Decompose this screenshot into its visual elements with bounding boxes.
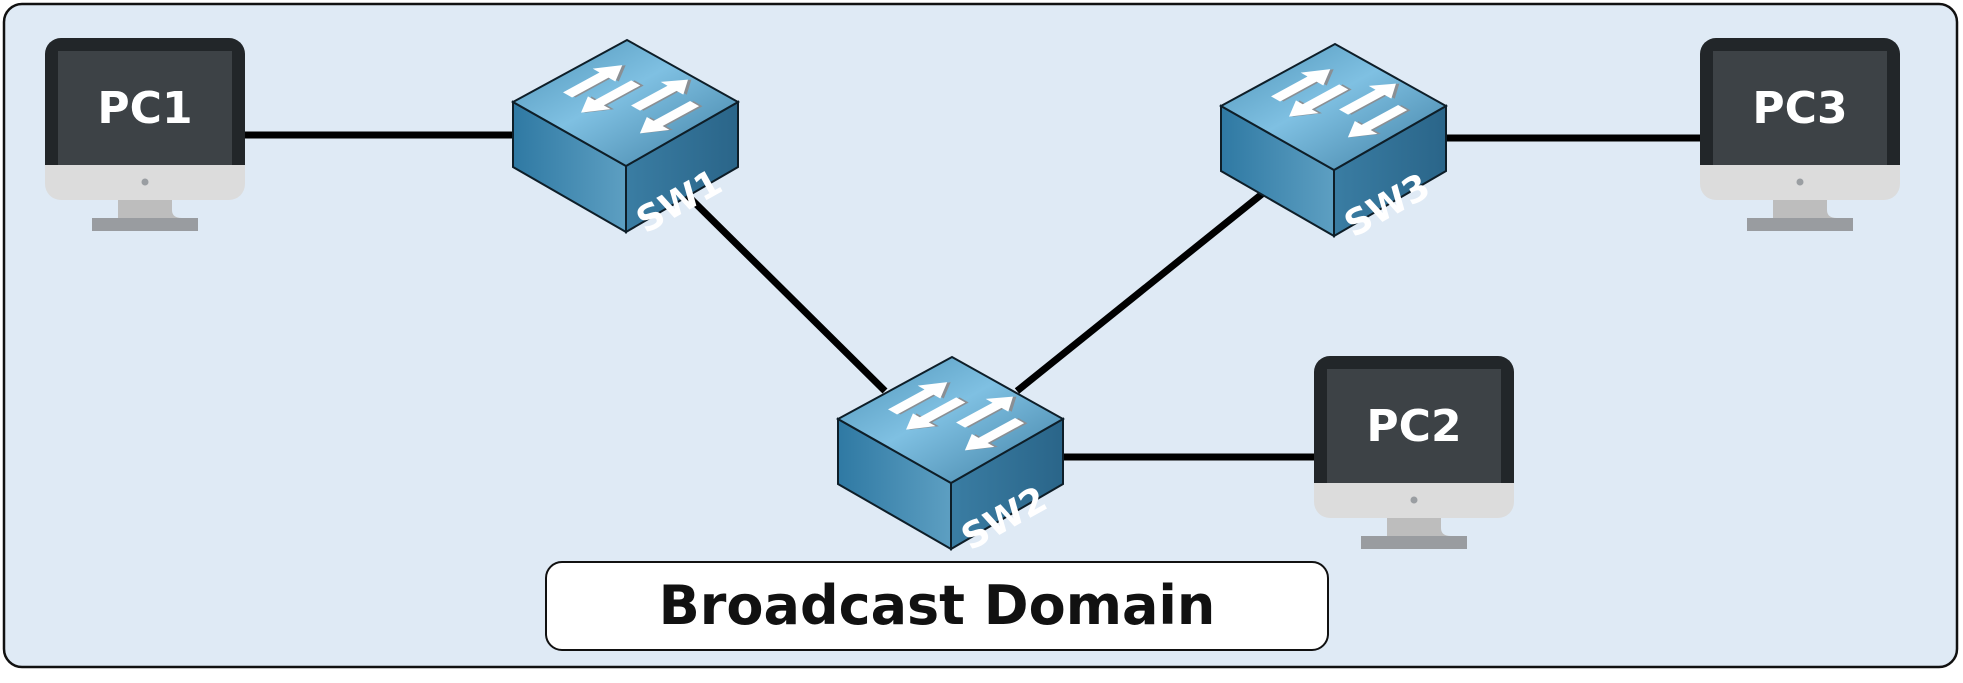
- pc2-label: PC2: [1366, 401, 1461, 452]
- broadcast-domain-caption: Broadcast Domain: [545, 561, 1329, 651]
- pc3-label: PC3: [1752, 83, 1847, 134]
- caption-text: Broadcast Domain: [659, 574, 1216, 637]
- pc1[interactable]: PC1: [45, 38, 245, 231]
- pc2[interactable]: PC2: [1314, 356, 1514, 549]
- link-sw2-sw3: [1014, 191, 1265, 394]
- pc1-label: PC1: [97, 83, 192, 134]
- link-sw1-sw2: [683, 191, 888, 394]
- pc3[interactable]: PC3: [1700, 38, 1900, 231]
- links: [245, 131, 1700, 461]
